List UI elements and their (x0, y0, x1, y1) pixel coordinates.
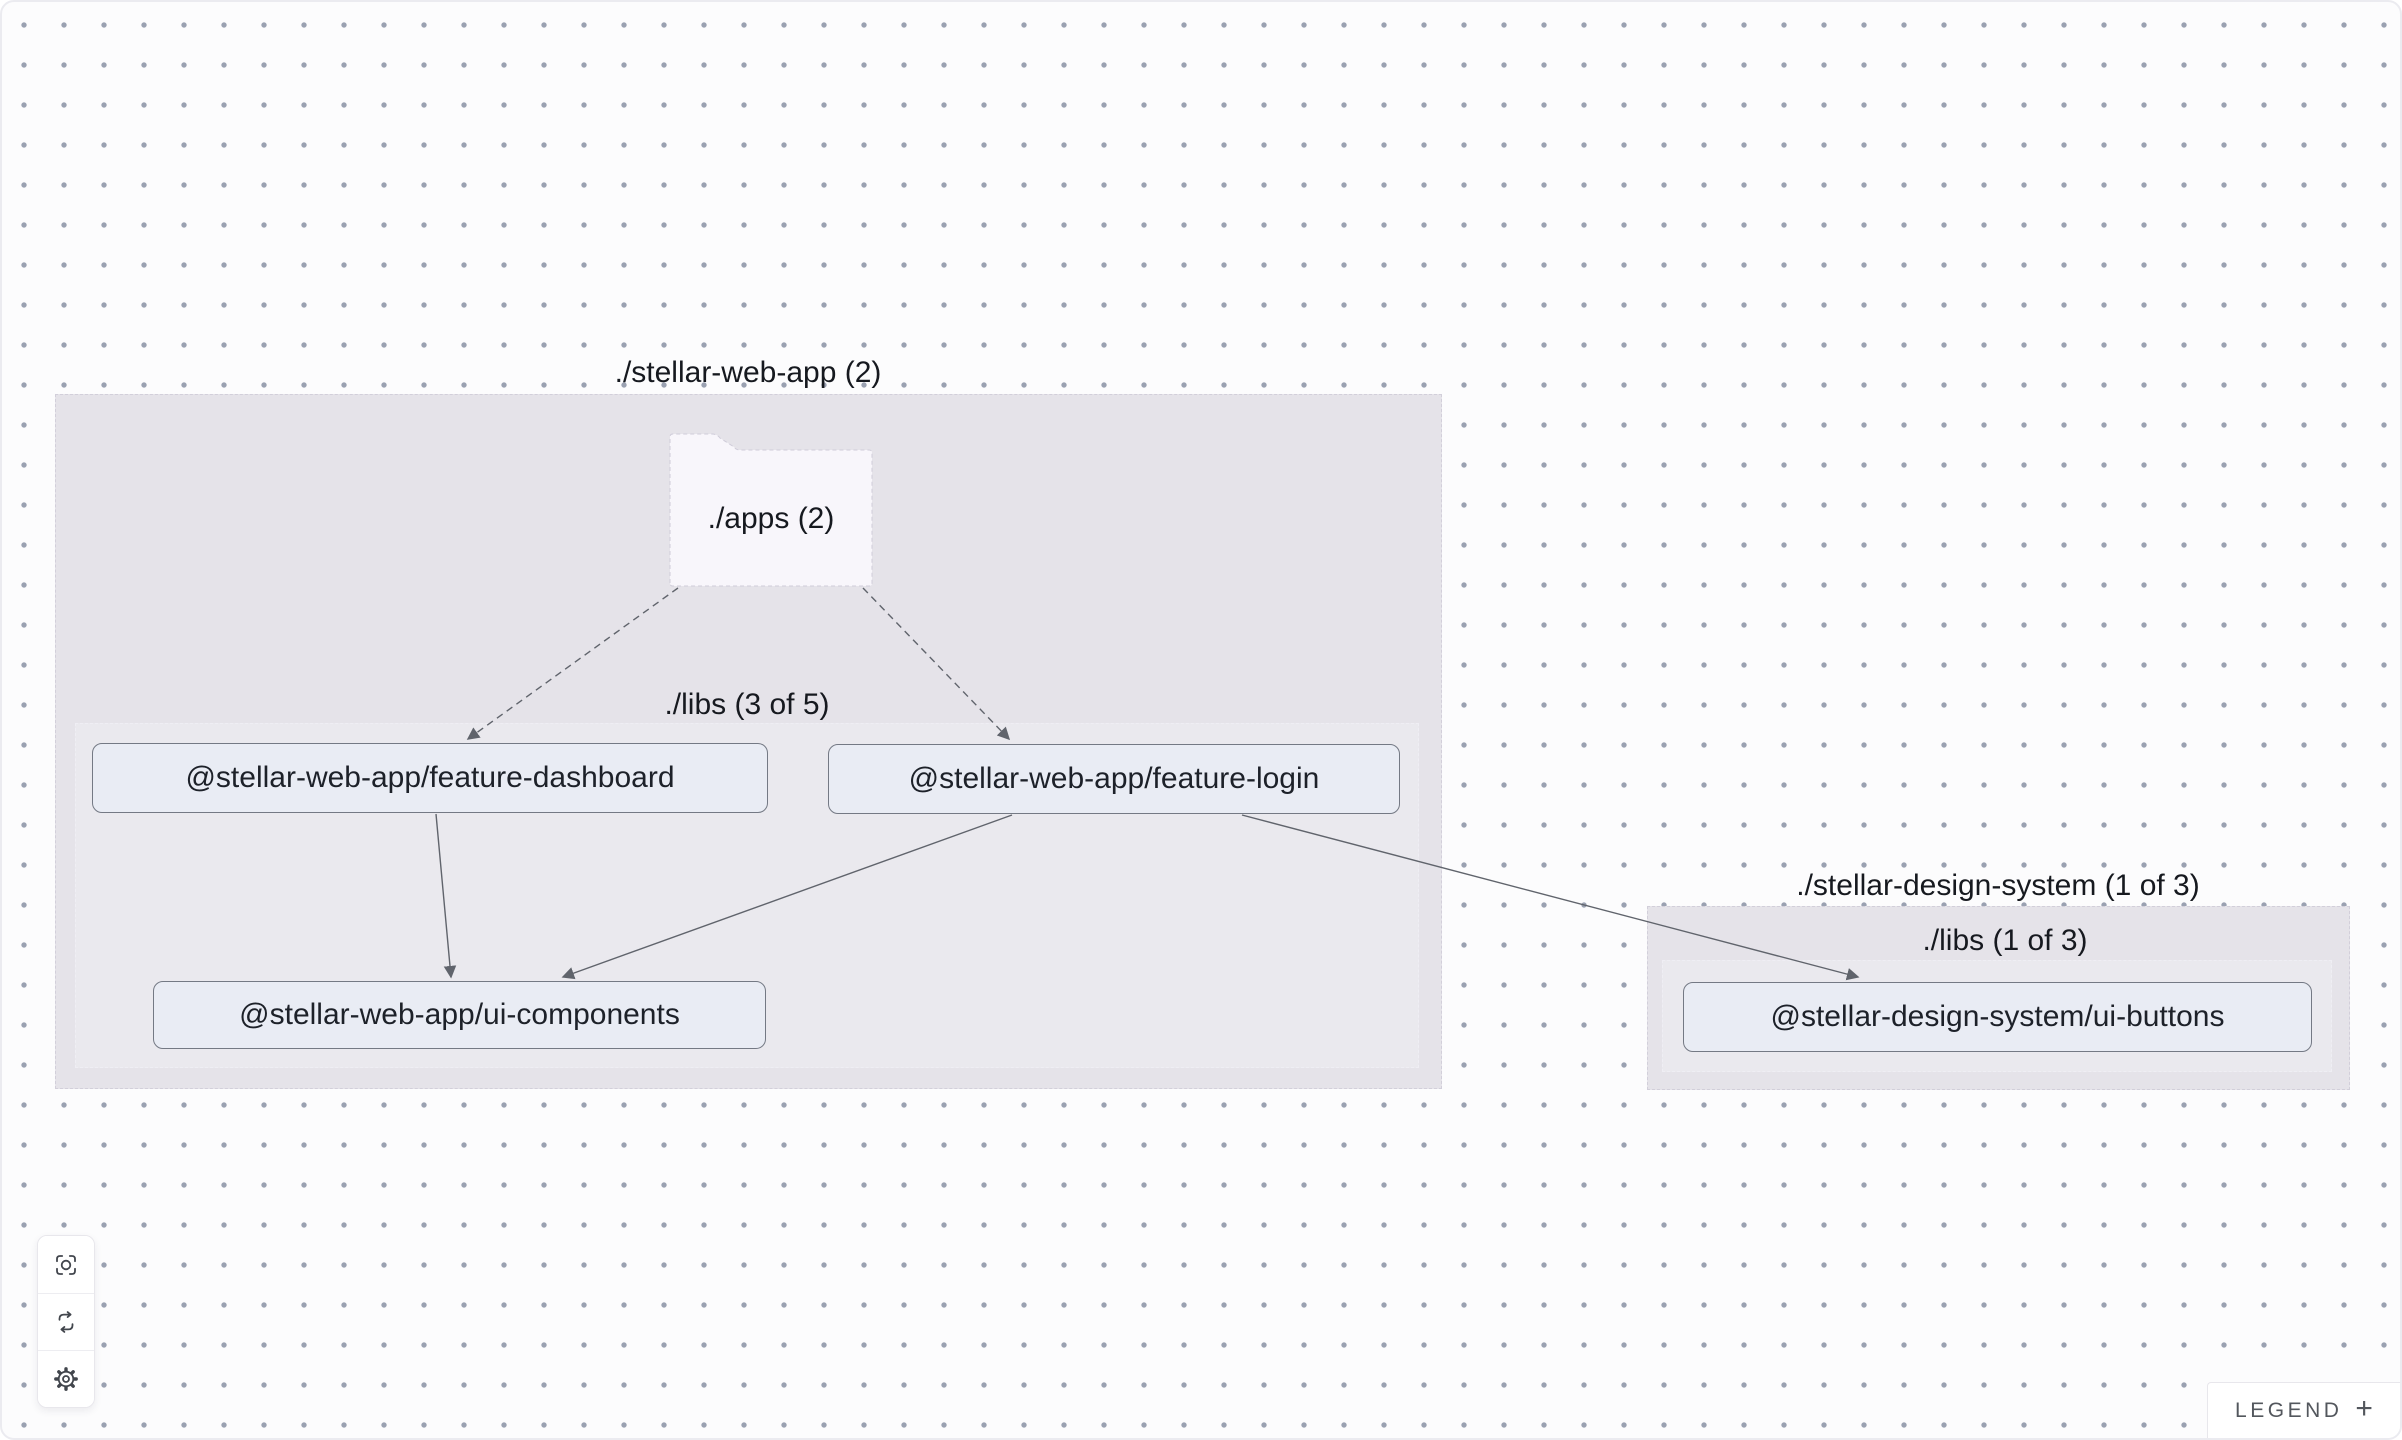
project-node-feature-dashboard[interactable]: @stellar-web-app/feature-dashboard (92, 743, 768, 813)
plus-icon: + (2355, 1391, 2373, 1425)
refresh-icon (58, 1311, 74, 1333)
focus-button[interactable] (38, 1236, 94, 1293)
project-node-ui-components[interactable]: @stellar-web-app/ui-components (153, 981, 766, 1049)
settings-button[interactable] (38, 1350, 94, 1407)
legend-toggle-button[interactable]: LEGEND + (2207, 1382, 2400, 1438)
focus-icon (56, 1254, 76, 1275)
group-label-stellar-design-system: ./stellar-design-system (1 of 3) (1796, 869, 2200, 902)
subgroup-label-libs-web-app: ./libs (3 of 5) (664, 688, 830, 721)
subgroup-label-libs-design-system: ./libs (1 of 3) (1922, 924, 2088, 957)
legend-label: LEGEND (2235, 1398, 2343, 1422)
refresh-button[interactable] (38, 1293, 94, 1350)
canvas-toolbar (37, 1235, 95, 1408)
project-node-ui-buttons[interactable]: @stellar-design-system/ui-buttons (1683, 982, 2312, 1052)
gear-icon (54, 1367, 78, 1391)
folder-label-apps: ./apps (2) (707, 502, 835, 535)
group-label-stellar-web-app: ./stellar-web-app (2) (614, 356, 882, 389)
project-node-feature-login[interactable]: @stellar-web-app/feature-login (828, 744, 1400, 814)
